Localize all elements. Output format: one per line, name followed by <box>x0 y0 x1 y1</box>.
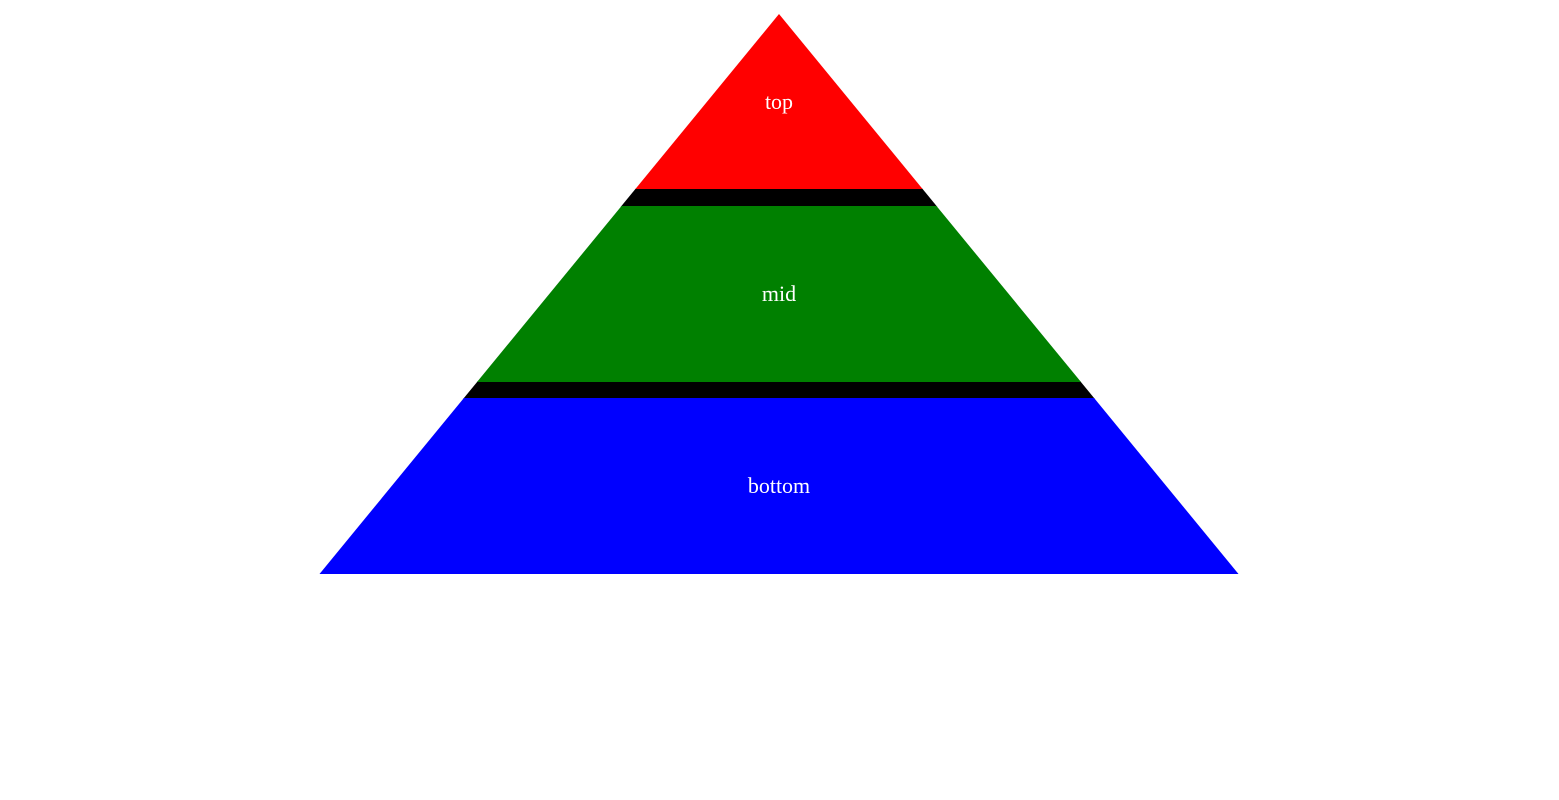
layer-top <box>635 14 923 189</box>
layer-label-top: top <box>765 89 793 114</box>
separator-band-1 <box>620 188 938 207</box>
pyramid-labels: top mid bottom <box>748 89 810 498</box>
layer-label-bottom: bottom <box>748 473 810 498</box>
separator-band-2 <box>463 381 1095 399</box>
layer-label-mid: mid <box>762 281 796 306</box>
pyramid-separators <box>463 188 1095 399</box>
pyramid-layers <box>319 14 1239 574</box>
layer-bottom <box>319 398 1239 574</box>
layer-mid <box>477 206 1081 382</box>
